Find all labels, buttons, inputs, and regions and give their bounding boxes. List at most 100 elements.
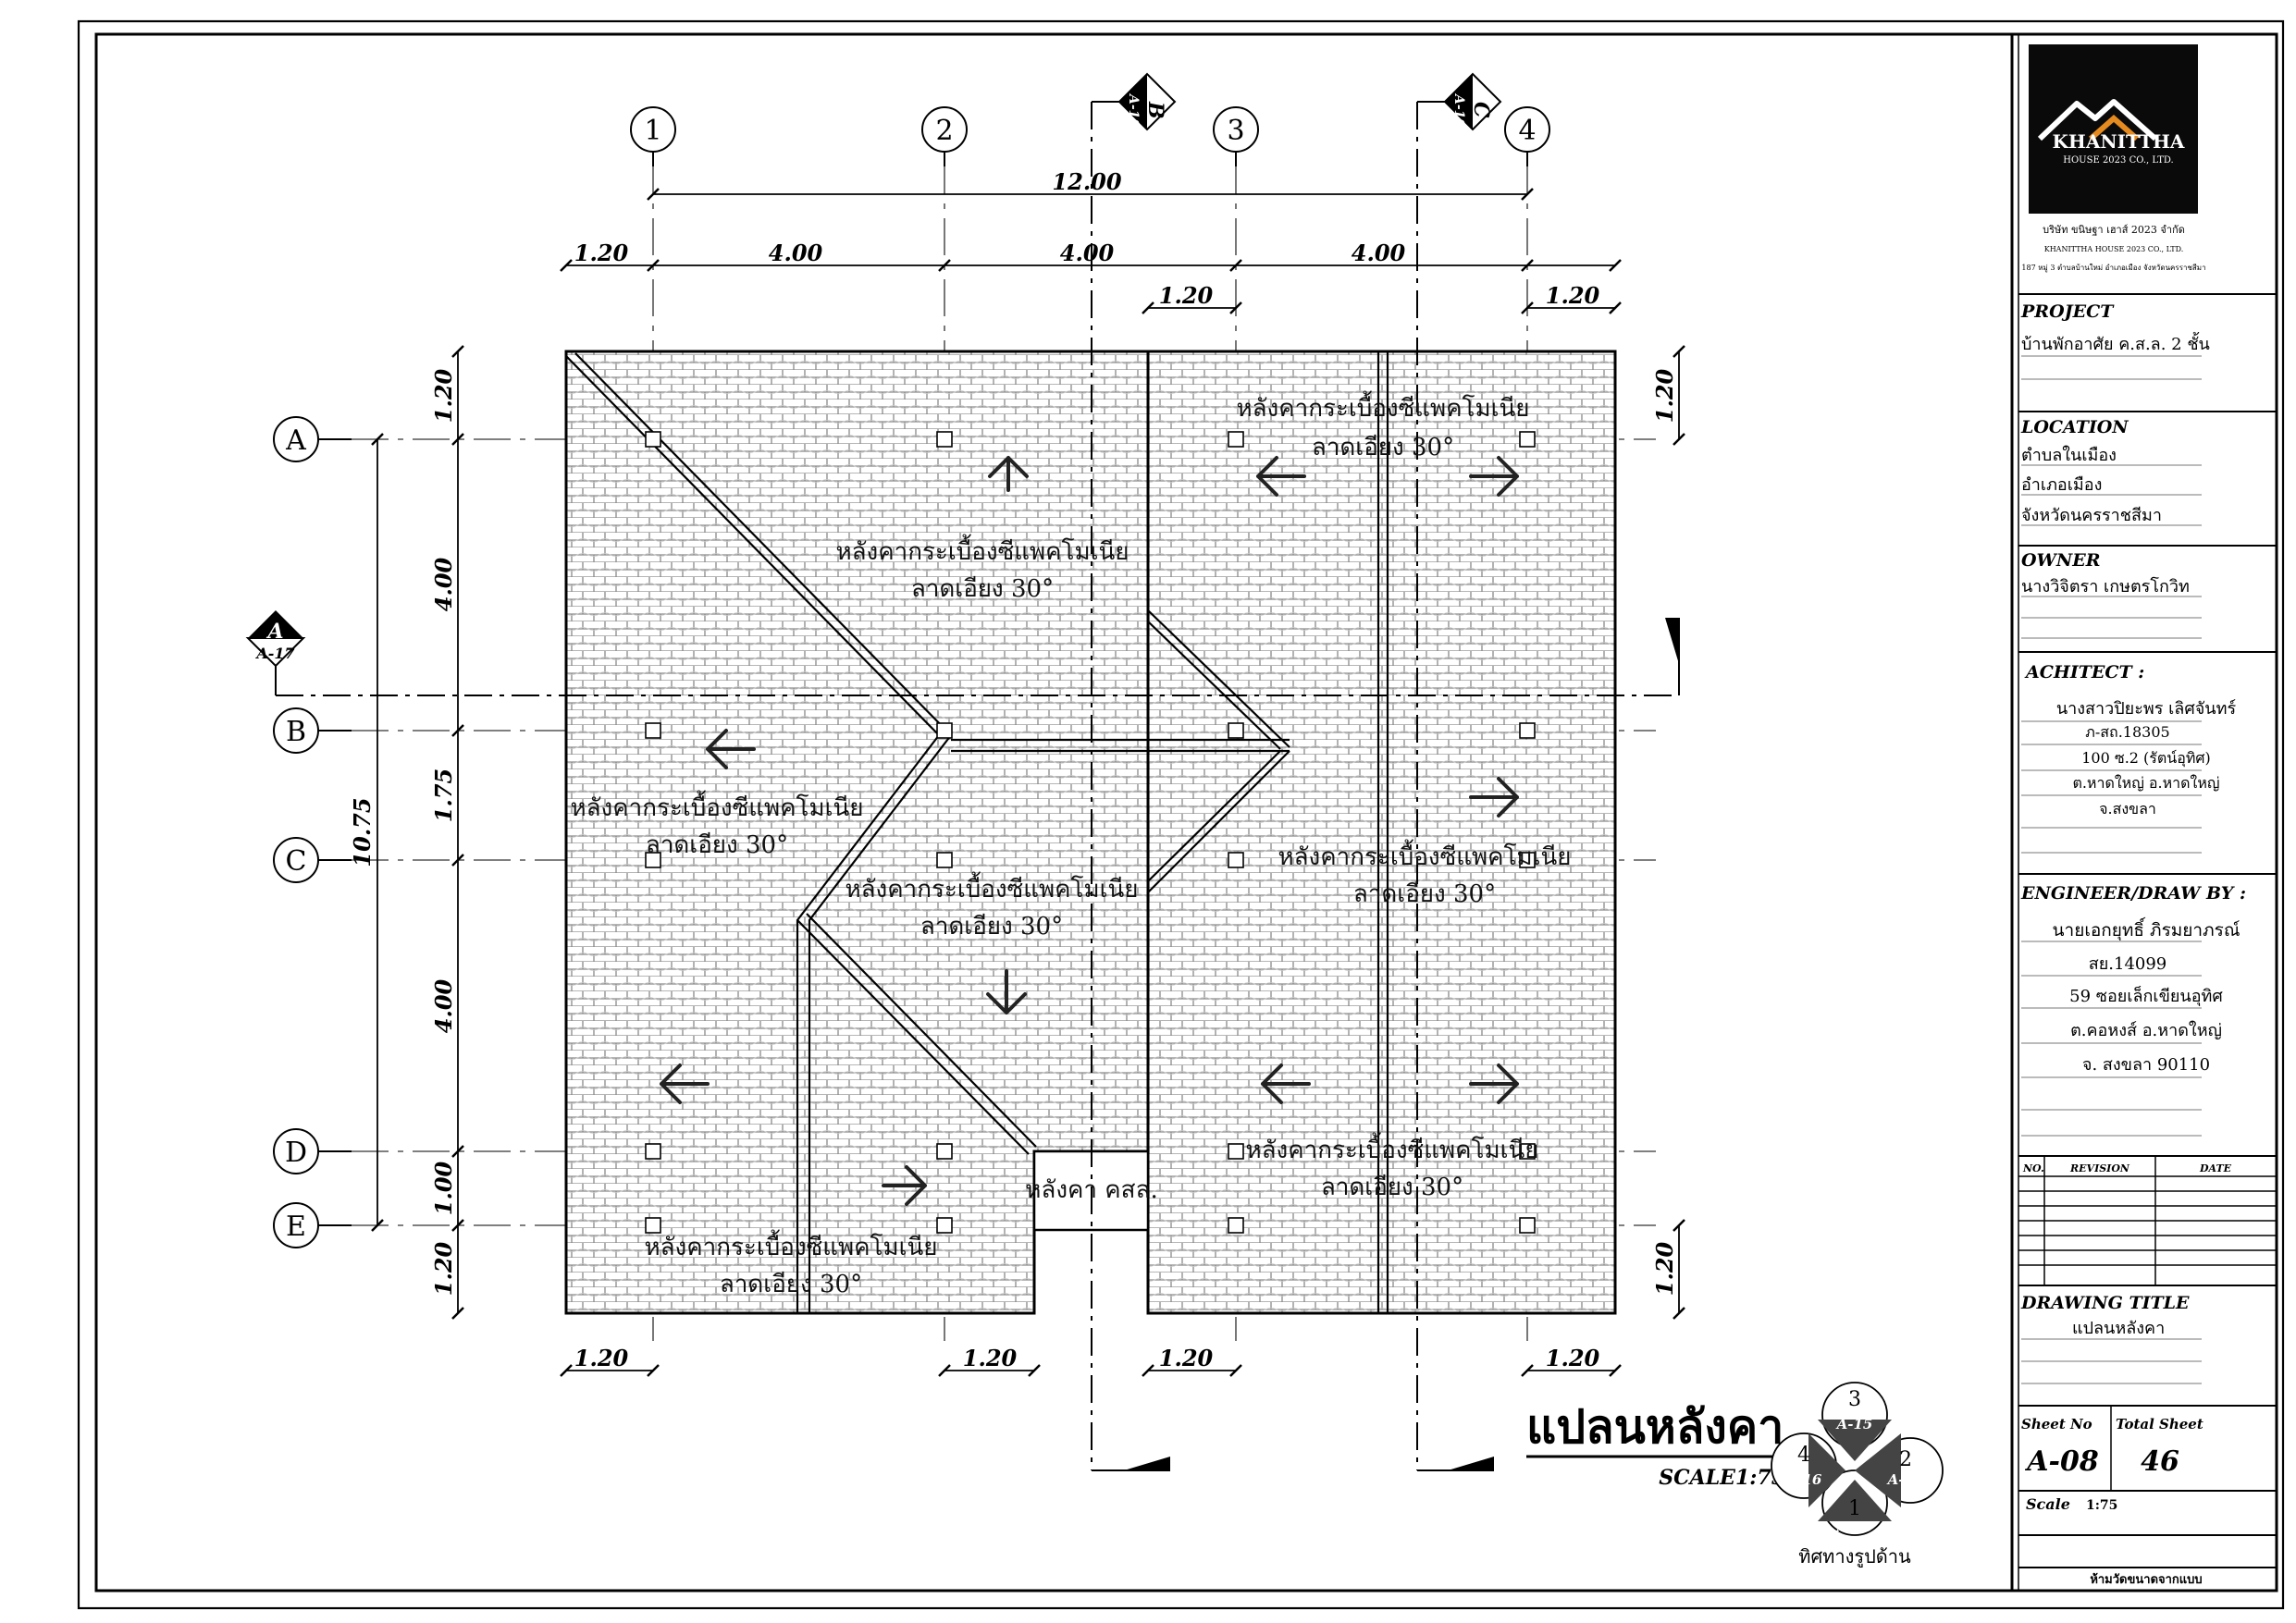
svg-text:B: B bbox=[1143, 101, 1167, 119]
svg-text:3: 3 bbox=[1848, 1388, 1861, 1411]
slope-label-5: ลาดเอียง 30° bbox=[1353, 880, 1496, 908]
dim-total-width: 12.00 bbox=[1052, 168, 1121, 195]
total-sheet-label: Total Sheet bbox=[2116, 1416, 2203, 1432]
dim-bottom-overhang-1: 1.20 bbox=[574, 1345, 629, 1371]
company-name-th: บริษัท ขนิษฐา เฮาส์ 2023 จำกัด bbox=[2043, 224, 2185, 236]
architect-line-3: 100 ซ.2 (รัตน์อุทิศ) bbox=[2081, 749, 2211, 768]
svg-text:ทิศทางรูปด้าน: ทิศทางรูปด้าน bbox=[1798, 1545, 1911, 1568]
grid-row-a: A bbox=[285, 424, 306, 457]
drawing-title-label: DRAWING TITLE bbox=[2020, 1293, 2190, 1313]
dim-right-overhang-bottom: 1.20 bbox=[1651, 1241, 1678, 1296]
slope-arrow-left-2 bbox=[706, 729, 756, 769]
revision-no-header: NO. bbox=[2022, 1162, 2044, 1174]
architect-line-2: ภ-สถ.18305 bbox=[2085, 723, 2169, 741]
concrete-roof-label: หลังคา คสล. bbox=[1025, 1176, 1157, 1204]
dim-top-span-1: 4.00 bbox=[769, 240, 823, 266]
section-arrow-c bbox=[1448, 1457, 1494, 1470]
footer-note: ห้ามวัดขนาดจากแบบ bbox=[2090, 1572, 2202, 1587]
slope-arrow-right-1 bbox=[1469, 456, 1519, 497]
grid-row-c: C bbox=[286, 845, 307, 878]
slope-label-7: ลาดเอียง 30° bbox=[720, 1271, 862, 1298]
roof-label-7: หลังคากระเบื้องซีแพคโมเนีย bbox=[644, 1229, 937, 1261]
dim-row-de: 1.00 bbox=[430, 1161, 457, 1215]
architect-line-4: ต.หาดใหญ่ อ.หาดใหญ่ bbox=[2072, 774, 2219, 792]
grid-row-d: D bbox=[285, 1137, 307, 1169]
architect-line-1: นางสาวปิยะพร เลิศจันทร์ bbox=[2056, 699, 2237, 719]
grid-col-2: 2 bbox=[935, 115, 953, 147]
architect-line-5: จ.สงขลา bbox=[2099, 800, 2156, 818]
section-arrow-a bbox=[1665, 618, 1679, 664]
slope-arrow-up bbox=[988, 456, 1029, 492]
section-marker-c: C A-19 bbox=[1443, 72, 1502, 131]
svg-text:2: 2 bbox=[1899, 1448, 1912, 1471]
slope-arrow-down bbox=[986, 969, 1027, 1014]
project-value: บ้านพักอาศัย ค.ส.ล. 2 ชั้น bbox=[2021, 332, 2210, 354]
owner-label: OWNER bbox=[2021, 550, 2101, 571]
dim-total-depth: 10.75 bbox=[349, 797, 376, 867]
grid-col-3: 3 bbox=[1227, 115, 1244, 147]
title-block: KHANITTHA HOUSE 2023 CO., LTD. บริษัท ขน… bbox=[2010, 34, 2277, 1591]
svg-text:A-16: A-16 bbox=[1784, 1471, 1822, 1488]
total-sheet-value: 46 bbox=[2141, 1445, 2179, 1478]
grid-col-1: 1 bbox=[644, 115, 661, 147]
roof-label-4: หลังคากระเบื้องซีแพคโมเนีย bbox=[845, 871, 1138, 904]
slope-arrow-left-4 bbox=[1261, 1064, 1311, 1104]
roof-right-area bbox=[1146, 350, 1617, 1315]
dim-top-overhang-mid: 1.20 bbox=[1159, 282, 1214, 309]
svg-text:4: 4 bbox=[1797, 1444, 1810, 1467]
slope-label-4: ลาดเอียง 30° bbox=[920, 913, 1063, 941]
svg-text:A: A bbox=[265, 620, 283, 644]
dim-bottom-overhang-3: 1.20 bbox=[1159, 1345, 1214, 1371]
logo-text: KHANITTHA bbox=[2053, 130, 2185, 153]
logo-subtext: HOUSE 2023 CO., LTD. bbox=[2063, 155, 2173, 166]
dim-row-bc: 1.75 bbox=[430, 768, 457, 822]
sheet-no-label: Sheet No bbox=[2021, 1416, 2092, 1432]
owner-value: นางวิจิตรา เกษตรโกวิท bbox=[2021, 576, 2190, 596]
location-line-3: จังหวัดนครราชสีมา bbox=[2021, 506, 2162, 525]
roof-label-3: หลังคากระเบื้องซีแพคโมเนีย bbox=[570, 790, 863, 822]
location-line-2: อำเภอเมือง bbox=[2021, 475, 2102, 495]
slope-label-1: ลาดเอียง 30° bbox=[1312, 434, 1454, 461]
dim-top-span-2: 4.00 bbox=[1060, 240, 1115, 266]
grid-col-4: 4 bbox=[1518, 115, 1536, 147]
company-logo bbox=[2029, 44, 2198, 214]
svg-text:A-19: A-19 bbox=[1451, 92, 1466, 128]
section-marker-a: A A-17 bbox=[245, 610, 306, 668]
engineer-line-1: นายเอกยุทธิ์ ภิรมยาภรณ์ bbox=[2053, 916, 2240, 941]
outer-border bbox=[77, 19, 2285, 1610]
roof-plan: หลังคากระเบื้องซีแพคโมเนีย ลาดเอียง 30° … bbox=[245, 72, 1944, 1568]
elevation-key: 3 A-15 2 A-14 1 A-13 4 A-16 ทิศทางรูปด้า… bbox=[1771, 1382, 1944, 1568]
slope-label-2: ลาดเอียง 30° bbox=[911, 575, 1054, 603]
project-label: PROJECT bbox=[2020, 301, 2115, 322]
architect-label: ACHITECT : bbox=[2024, 662, 2144, 682]
engineer-line-3: 59 ซอยเล็กเขียนอุทิศ bbox=[2069, 985, 2223, 1006]
dim-row-ab: 4.00 bbox=[430, 557, 457, 611]
engineer-label: ENGINEER/DRAW BY : bbox=[2020, 883, 2246, 904]
roof-label-5: หลังคากระเบื้องซีแพคโมเนีย bbox=[1278, 839, 1571, 871]
svg-text:A-14: A-14 bbox=[1886, 1471, 1924, 1488]
dim-right-overhang-top: 1.20 bbox=[1651, 368, 1678, 423]
dim-top-overhang-right: 1.20 bbox=[1546, 282, 1600, 309]
scale-label: Scale bbox=[2026, 1495, 2070, 1513]
dim-top-span-3: 4.00 bbox=[1352, 240, 1406, 266]
dim-left-overhang-bottom: 1.20 bbox=[430, 1241, 457, 1296]
grid-row-e: E bbox=[286, 1211, 306, 1243]
drawing-title-value: แปลนหลังคา bbox=[2072, 1319, 2165, 1338]
engineer-line-4: ต.คอหงส์ อ.หาดใหญ่ bbox=[2070, 1020, 2222, 1040]
engineer-line-2: สย.14099 bbox=[2089, 954, 2167, 974]
dim-row-cd: 4.00 bbox=[430, 978, 457, 1033]
slope-arrow-right-2 bbox=[1469, 777, 1519, 818]
dim-left-overhang-top: 1.20 bbox=[430, 368, 457, 423]
slope-arrow-right-3 bbox=[1469, 1064, 1519, 1104]
engineer-line-5: จ. สงขลา 90110 bbox=[2082, 1055, 2210, 1075]
slope-arrow-right-4 bbox=[882, 1165, 927, 1206]
dim-bottom-overhang-2: 1.20 bbox=[963, 1345, 1018, 1371]
plan-scale: SCALE1:75 bbox=[1659, 1466, 1785, 1490]
slope-label-6: ลาดเอียง 30° bbox=[1321, 1174, 1463, 1201]
dim-top-overhang-left: 1.20 bbox=[574, 240, 629, 266]
svg-text:A-15: A-15 bbox=[1835, 1416, 1873, 1432]
inner-border bbox=[94, 32, 2278, 1592]
sheet-no-value: A-08 bbox=[2024, 1445, 2099, 1478]
roof-label-2: หลังคากระเบื้องซีแพคโมเนีย bbox=[835, 534, 1129, 566]
